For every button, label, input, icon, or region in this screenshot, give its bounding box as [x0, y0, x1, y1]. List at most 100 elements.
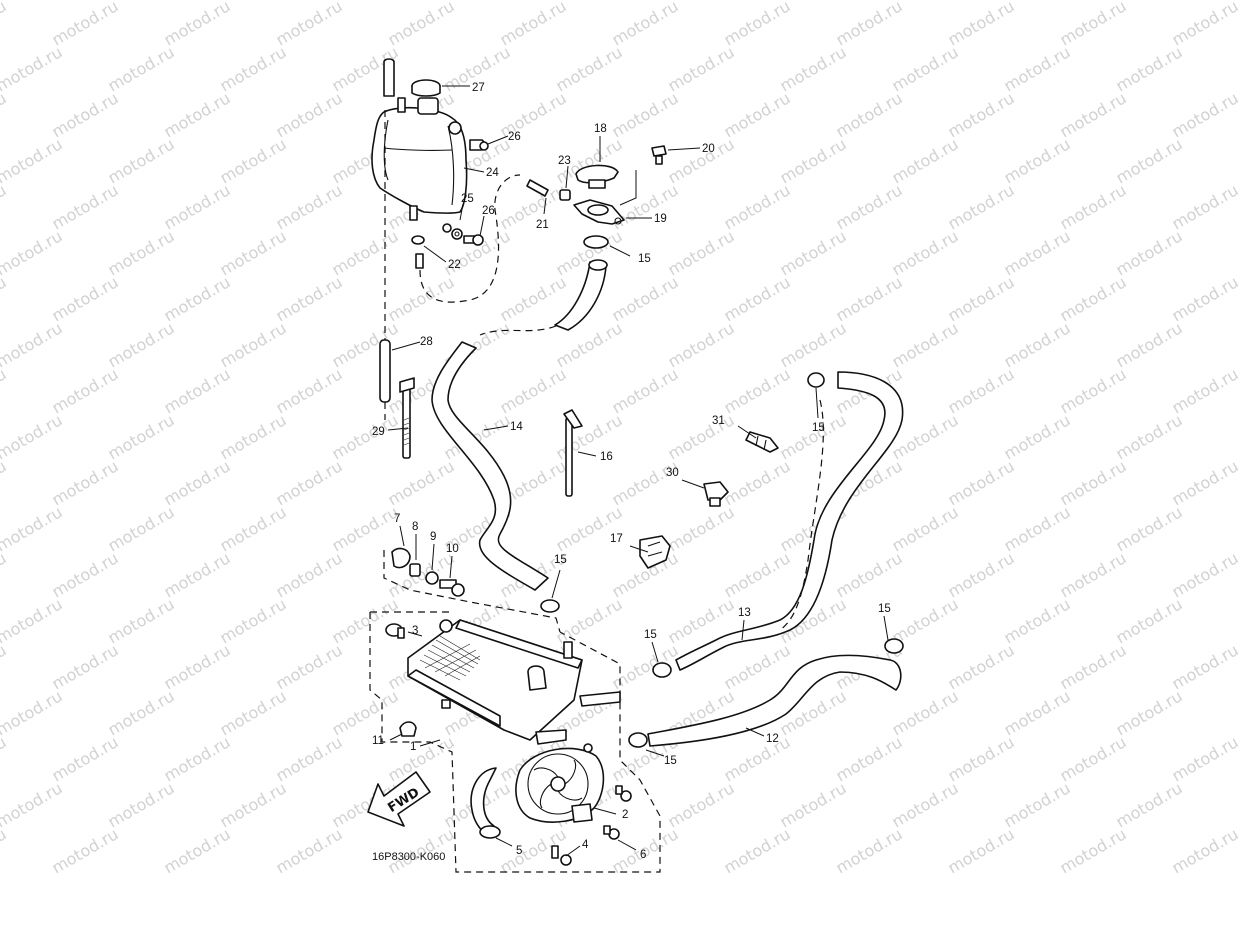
cooling-fan [515, 743, 605, 823]
watermark-text: motod.ru [0, 318, 66, 371]
watermark-text: motod.ru [273, 732, 346, 785]
watermark-text: motod.ru [721, 824, 794, 877]
watermark-text: motod.ru [665, 226, 738, 279]
watermark-text: motod.ru [49, 824, 122, 877]
watermark-text: motod.ru [0, 364, 10, 417]
watermark-text: motod.ru [1001, 318, 1074, 371]
watermark-text: motod.ru [1001, 410, 1074, 463]
watermark-text: motod.ru [0, 456, 10, 509]
callout-3: 3 [412, 625, 418, 637]
watermark-text: motod.ru [721, 548, 794, 601]
watermark-text: motod.ru [49, 88, 122, 141]
watermark-text: motod.ru [161, 88, 234, 141]
watermark-text: motod.ru [945, 180, 1018, 233]
callout-8: 8 [412, 521, 418, 533]
watermark-text: motod.ru [889, 686, 962, 739]
watermark-text: motod.ru [161, 364, 234, 417]
callout-7: 7 [394, 513, 400, 525]
watermark-text: motod.ru [385, 272, 458, 325]
watermark-text: motod.ru [609, 456, 682, 509]
collar-8 [409, 563, 421, 577]
watermark-text: motod.ru [553, 42, 626, 95]
callout-27: 27 [472, 82, 485, 94]
watermark-text: motod.ru [161, 548, 234, 601]
watermark-text: motod.ru [1113, 594, 1186, 647]
watermark-text: motod.ru [273, 88, 346, 141]
watermark-text: motod.ru [0, 594, 66, 647]
watermark-text: motod.ru [0, 226, 66, 279]
watermark-text: motod.ru [49, 456, 122, 509]
callout-23: 23 [558, 155, 571, 167]
watermark-text: motod.ru [945, 824, 1018, 877]
watermark-text: motod.ru [833, 824, 906, 877]
callout-26-upper: 26 [508, 131, 521, 143]
watermark-text: motod.ru [217, 226, 290, 279]
callout-24: 24 [486, 167, 499, 179]
callout-12: 12 [766, 733, 779, 745]
screw-6b [603, 825, 620, 840]
filler-neck [573, 199, 625, 225]
watermark-text: motod.ru [49, 364, 122, 417]
watermark-text: motod.ru [1001, 778, 1074, 831]
watermark-text: motod.ru [217, 410, 290, 463]
watermark-text: motod.ru [945, 548, 1018, 601]
watermark-text: motod.ru [161, 640, 234, 693]
screw-6a [615, 785, 632, 802]
watermark-text: motod.ru [0, 548, 10, 601]
watermark-text: motod.ru [777, 318, 850, 371]
watermark-text: motod.ru [889, 594, 962, 647]
watermark-text: motod.ru [721, 0, 794, 49]
watermark-text: motod.ru [49, 732, 122, 785]
watermark-text: motod.ru [105, 778, 178, 831]
watermark-text: motod.ru [889, 502, 962, 555]
forward-arrow: FWD [367, 771, 431, 827]
watermark-text: motod.ru [721, 272, 794, 325]
clamp-17 [639, 535, 671, 569]
watermark-text: motod.ru [273, 180, 346, 233]
bolt-26-lower [463, 234, 484, 246]
watermark-text: motod.ru [217, 778, 290, 831]
watermark-text: motod.ru [217, 502, 290, 555]
watermark-text: motod.ru [833, 732, 906, 785]
callout-26-lower: 26 [482, 205, 495, 217]
callout-15-upper: 15 [638, 253, 651, 265]
watermark-text: motod.ru [273, 824, 346, 877]
watermark-text: motod.ru [1113, 410, 1186, 463]
radiator-assembly-outline [369, 612, 661, 873]
watermark-text: motod.ru [161, 0, 234, 49]
watermark-text: motod.ru [161, 272, 234, 325]
watermark-text: motod.ru [609, 88, 682, 141]
hose-clamp-15-top-right [807, 372, 825, 388]
watermark-text: motod.ru [1169, 0, 1242, 49]
watermark-text: motod.ru [609, 272, 682, 325]
watermark-text: motod.ru [721, 88, 794, 141]
watermark-text: motod.ru [105, 594, 178, 647]
watermark-text: motod.ru [49, 640, 122, 693]
watermark-text: motod.ru [49, 0, 122, 49]
radiator-cap [575, 164, 619, 189]
watermark-text: motod.ru [665, 318, 738, 371]
hose-clamp-15-right [884, 638, 904, 654]
watermark-text: motod.ru [0, 686, 66, 739]
watermark-text: motod.ru [105, 318, 178, 371]
watermark-text: motod.ru [161, 180, 234, 233]
watermark-text: motod.ru [1169, 640, 1242, 693]
callout-14: 14 [510, 421, 523, 433]
hose-clamp-15-mid [540, 599, 560, 613]
watermark-text: motod.ru [273, 548, 346, 601]
watermark-text: motod.ru [217, 318, 290, 371]
watermark-text: motod.ru [777, 134, 850, 187]
watermark-text: motod.ru [665, 502, 738, 555]
watermark-text: motod.ru [273, 272, 346, 325]
watermark-text: motod.ru [889, 134, 962, 187]
watermark-text: motod.ru [0, 42, 66, 95]
watermark-text: motod.ru [1169, 180, 1242, 233]
watermark-text: motod.ru [945, 272, 1018, 325]
watermark-text: motod.ru [385, 456, 458, 509]
watermark-text: motod.ru [329, 502, 402, 555]
watermark-text: motod.ru [1057, 548, 1130, 601]
watermark-text: motod.ru [1169, 364, 1242, 417]
watermark-text: motod.ru [609, 180, 682, 233]
clip-23 [559, 189, 571, 201]
watermark-text: motod.ru [0, 778, 66, 831]
